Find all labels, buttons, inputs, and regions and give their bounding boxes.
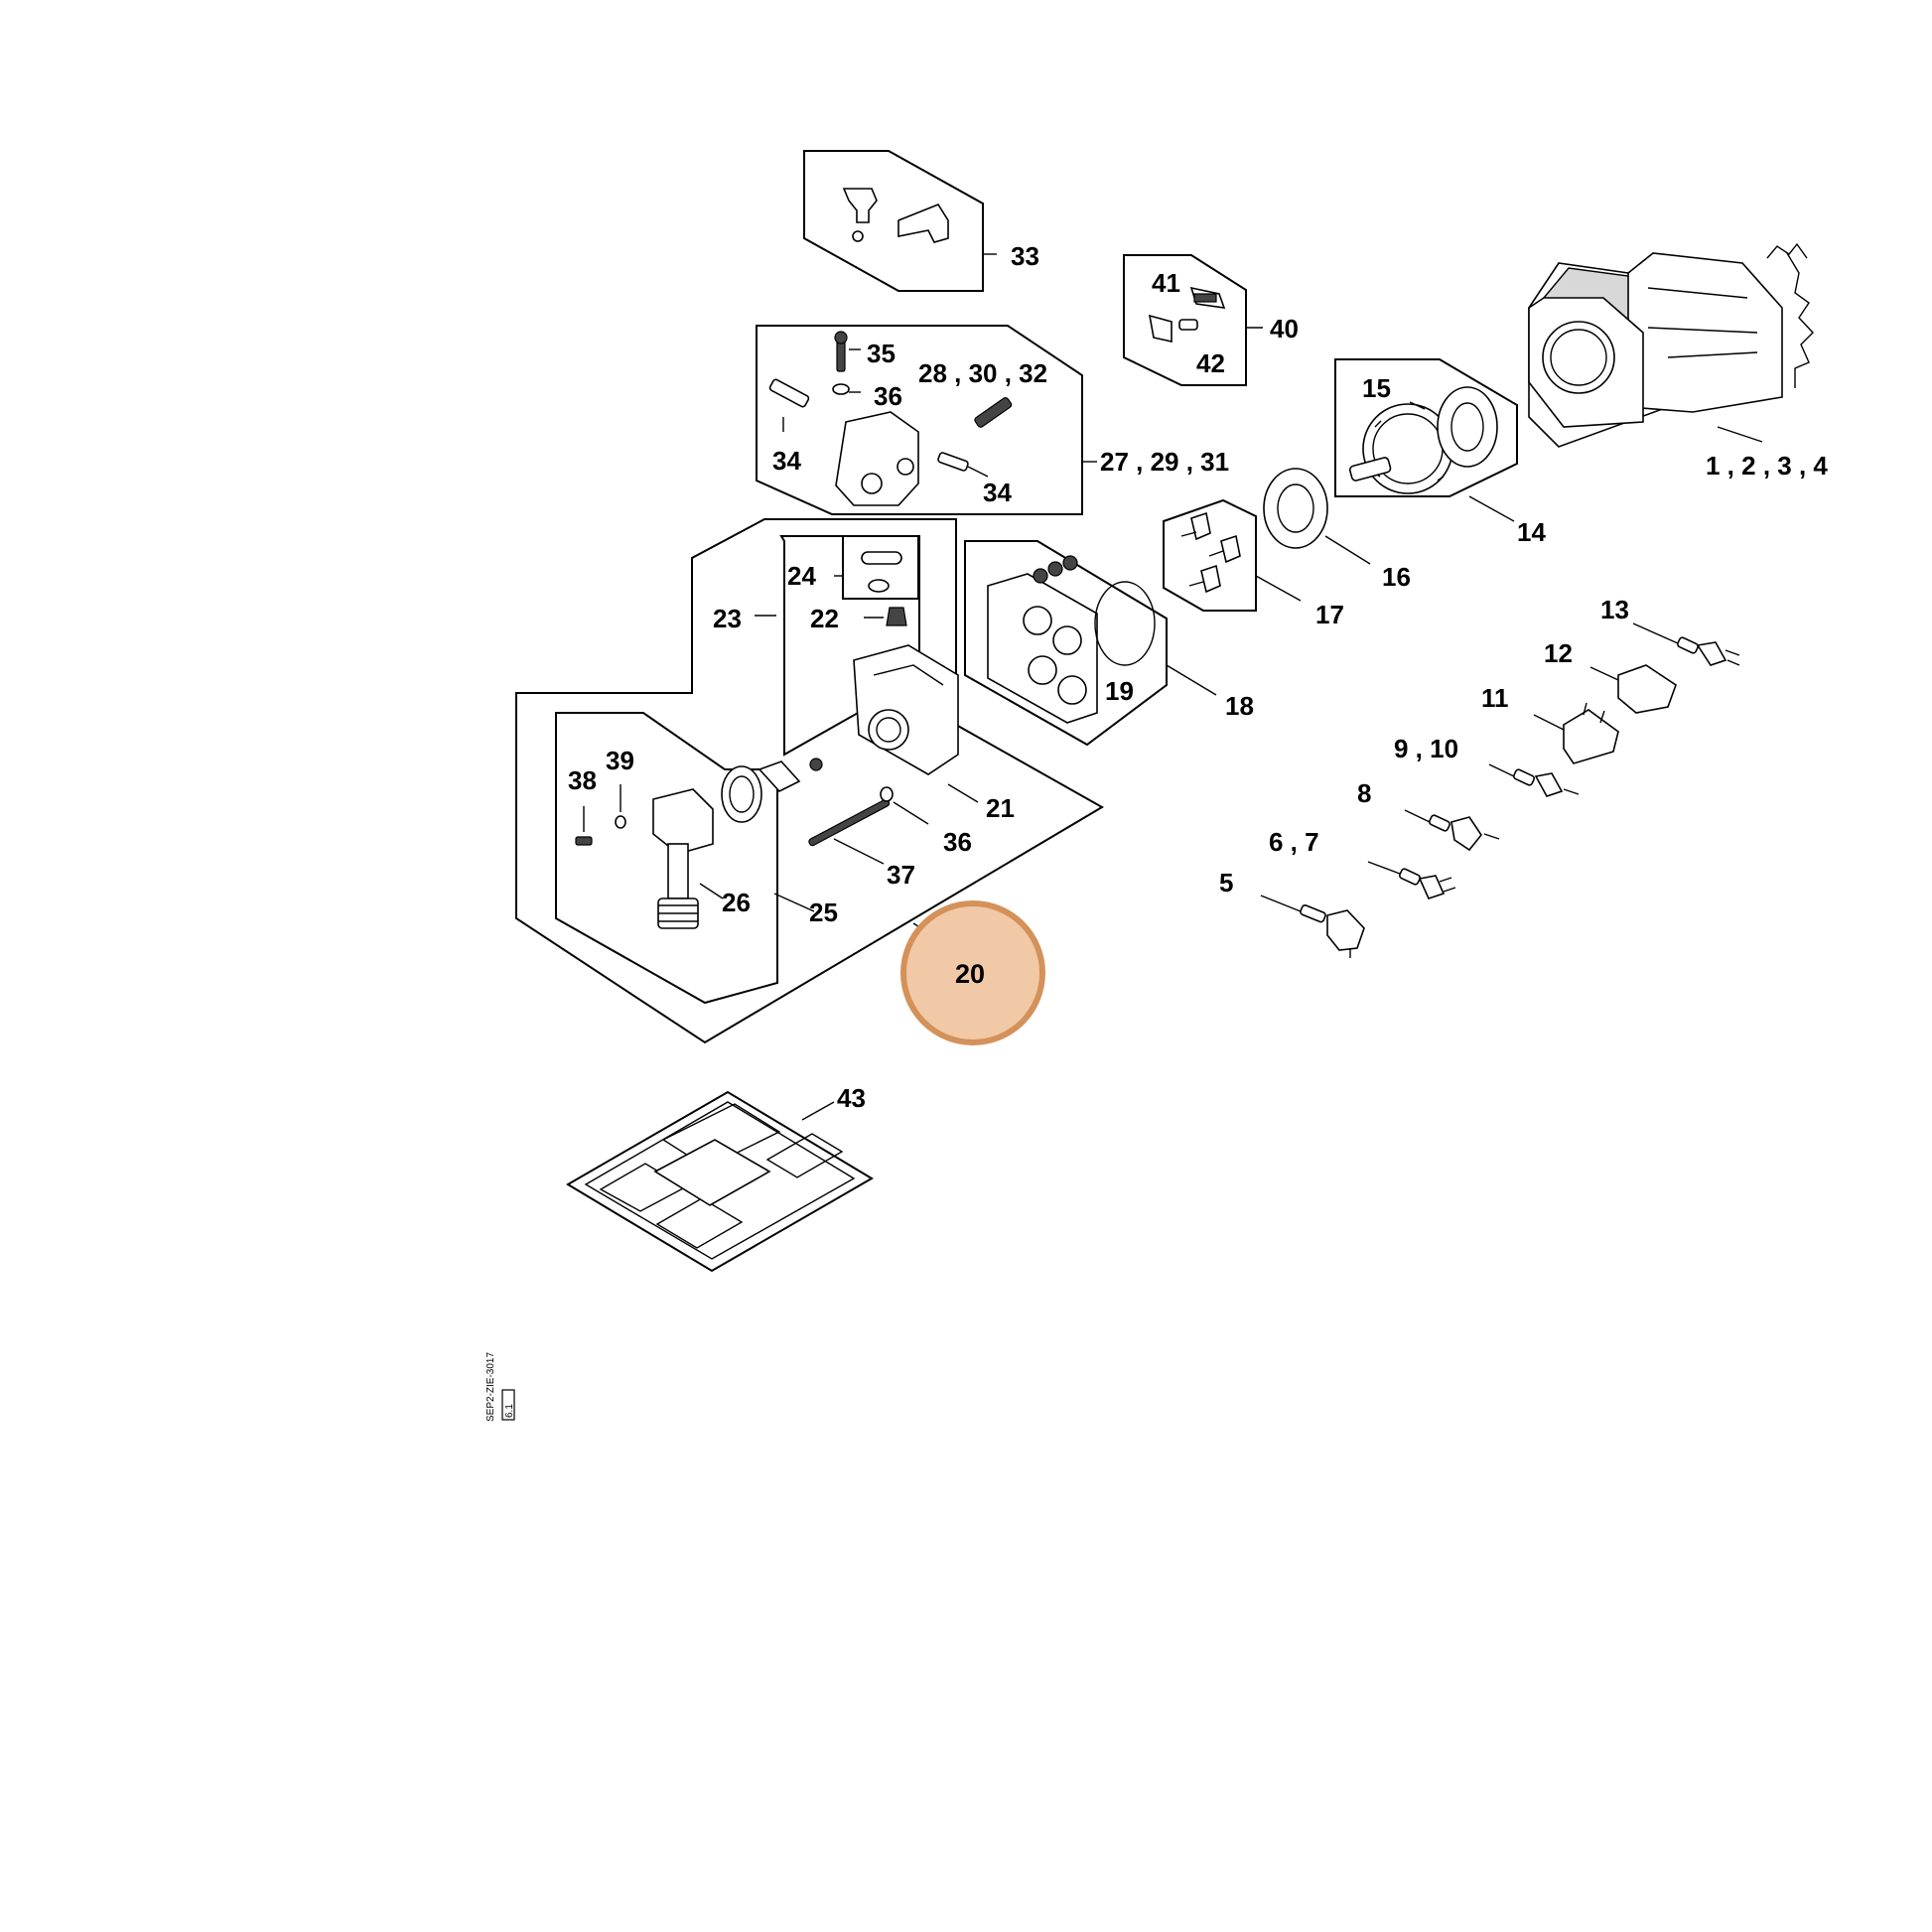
callout-38: 38 bbox=[568, 765, 597, 795]
callout-34-left: 34 bbox=[772, 446, 801, 476]
callout-1-2-3-4: 1 , 2 , 3 , 4 bbox=[1706, 451, 1828, 481]
callout-24: 24 bbox=[787, 561, 816, 591]
callout-26: 26 bbox=[722, 888, 751, 917]
callout-12: 12 bbox=[1544, 638, 1573, 668]
part-9-10-plug[interactable] bbox=[1488, 763, 1580, 797]
part-group-33[interactable] bbox=[803, 150, 997, 292]
part-37-bolt[interactable] bbox=[808, 798, 891, 865]
callout-15: 15 bbox=[1362, 373, 1391, 403]
part-12-plug[interactable] bbox=[1589, 664, 1677, 714]
callout-20-highlighted: 20 bbox=[955, 959, 985, 989]
part-22-plug[interactable] bbox=[864, 607, 907, 626]
part-6-7-plug[interactable] bbox=[1367, 861, 1456, 899]
callout-14: 14 bbox=[1517, 517, 1546, 547]
callout-22: 22 bbox=[810, 604, 839, 633]
part-group-25[interactable] bbox=[555, 712, 823, 1005]
part-5-plug[interactable] bbox=[1260, 895, 1365, 958]
callout-42: 42 bbox=[1196, 348, 1225, 378]
callout-11: 11 bbox=[1481, 683, 1509, 713]
callout-35: 35 bbox=[867, 339, 896, 368]
part-motor-1-4[interactable] bbox=[1528, 242, 1814, 448]
callout-33: 33 bbox=[1011, 241, 1039, 271]
callout-36-bottom: 36 bbox=[943, 827, 972, 857]
part-group-40[interactable] bbox=[1123, 254, 1263, 386]
part-11-plug[interactable] bbox=[1533, 702, 1619, 764]
part-39-washer[interactable] bbox=[615, 784, 626, 829]
callout-37: 37 bbox=[887, 860, 915, 890]
callout-16: 16 bbox=[1382, 562, 1411, 592]
drawing-code: SEP2-ZIE-3017 bbox=[485, 1352, 496, 1422]
callout-28-30-32: 28 , 30 , 32 bbox=[918, 358, 1047, 388]
part-21-housing[interactable] bbox=[853, 644, 979, 803]
callout-17: 17 bbox=[1315, 600, 1344, 629]
callout-36-top: 36 bbox=[874, 381, 902, 411]
callout-19: 19 bbox=[1105, 676, 1134, 706]
callout-27-29-31: 27 , 29 , 31 bbox=[1100, 447, 1229, 477]
part-16-seal[interactable] bbox=[1263, 468, 1371, 565]
part-group-18[interactable] bbox=[964, 540, 1217, 747]
part-36b-washer[interactable] bbox=[880, 786, 929, 825]
part-8-plug[interactable] bbox=[1404, 809, 1500, 852]
callout-40: 40 bbox=[1270, 314, 1299, 344]
callout-41: 41 bbox=[1152, 268, 1180, 298]
callout-39: 39 bbox=[606, 746, 634, 775]
part-13-plug[interactable] bbox=[1632, 622, 1740, 666]
callout-8: 8 bbox=[1357, 778, 1371, 808]
highlight-marker-20[interactable] bbox=[900, 900, 1045, 1045]
callout-23: 23 bbox=[713, 604, 742, 633]
callout-21: 21 bbox=[986, 793, 1015, 823]
part-43-decal-set[interactable] bbox=[566, 1090, 874, 1273]
part-group-14[interactable] bbox=[1334, 358, 1518, 522]
callout-18: 18 bbox=[1225, 691, 1254, 721]
part-group-24[interactable] bbox=[834, 535, 919, 600]
callout-9-10: 9 , 10 bbox=[1394, 734, 1458, 763]
drawing-badge: 6.1 bbox=[504, 1404, 515, 1418]
callout-25: 25 bbox=[809, 897, 838, 927]
callout-34-right: 34 bbox=[983, 478, 1012, 507]
part-26-piston[interactable] bbox=[652, 788, 724, 929]
part-group-17[interactable] bbox=[1163, 498, 1302, 612]
callout-6-7: 6 , 7 bbox=[1269, 827, 1319, 857]
callout-13: 13 bbox=[1600, 595, 1629, 624]
callout-43: 43 bbox=[837, 1083, 866, 1113]
part-38-screw[interactable] bbox=[575, 806, 593, 846]
part-group-27-29-31[interactable] bbox=[756, 325, 1097, 515]
drawing-badge-frame bbox=[501, 1389, 515, 1421]
callout-5: 5 bbox=[1219, 868, 1233, 897]
